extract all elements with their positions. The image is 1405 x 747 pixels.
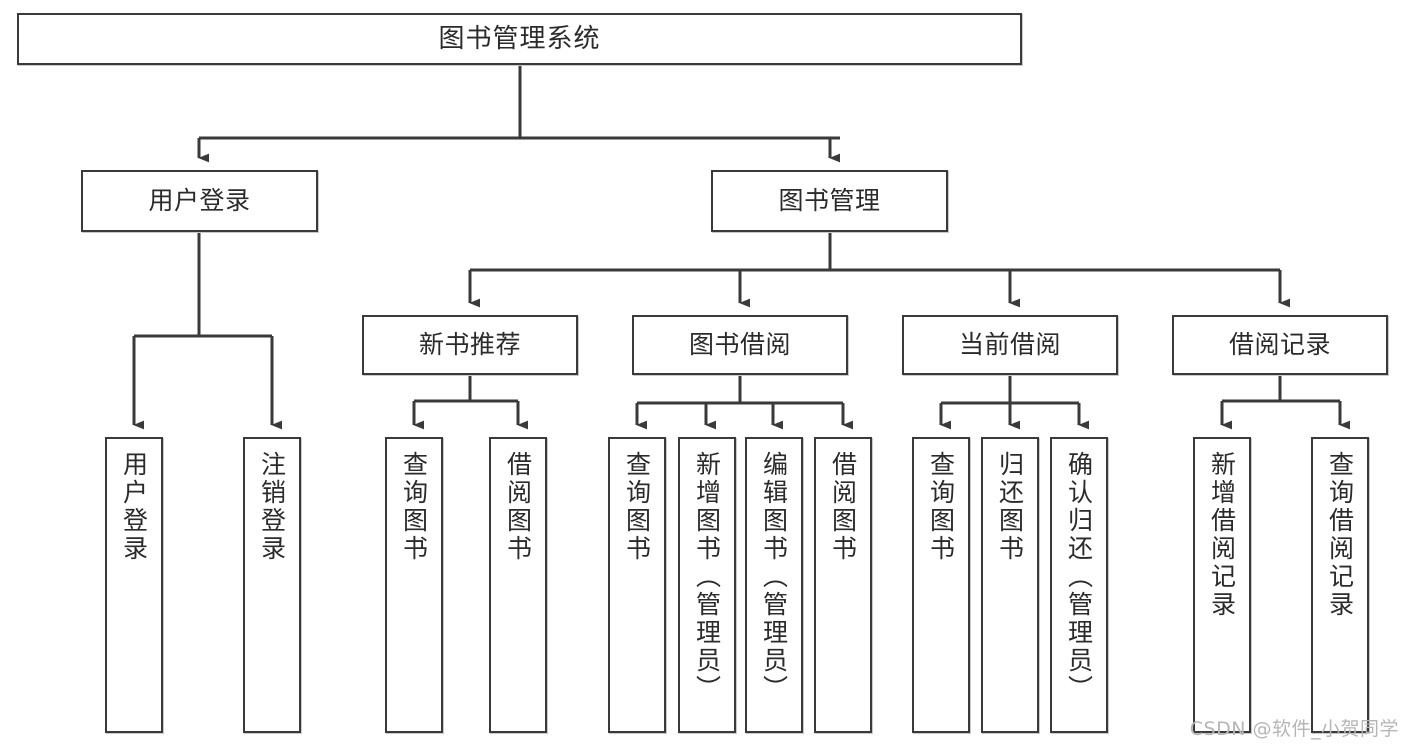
node-label: 编辑图书（管理员） bbox=[759, 451, 789, 703]
watermark-text: CSDN @软件_小贺同学 bbox=[1189, 718, 1399, 740]
node-label: 图书管理 bbox=[778, 186, 881, 216]
node-new-book-recommendation[interactable]: 新书推荐 bbox=[362, 315, 578, 375]
node-label: 图书借阅 bbox=[688, 330, 791, 360]
node-leaf-user-login[interactable]: 用户登录 bbox=[105, 437, 163, 733]
node-label: 归还图书 bbox=[995, 451, 1025, 563]
node-leaf-add-borrow-record[interactable]: 新增借阅记录 bbox=[1193, 437, 1251, 733]
node-leaf-query-borrow-record[interactable]: 查询借阅记录 bbox=[1311, 437, 1369, 733]
node-leaf-edit-book-admin[interactable]: 编辑图书（管理员） bbox=[745, 437, 803, 733]
node-label: 当前借阅 bbox=[958, 330, 1061, 360]
node-label: 新书推荐 bbox=[418, 330, 521, 360]
node-leaf-borrow-books[interactable]: 借阅图书 bbox=[814, 437, 872, 733]
node-leaf-query-books-new[interactable]: 查询图书 bbox=[385, 437, 443, 733]
node-label: 用户登录 bbox=[148, 186, 251, 216]
node-label: 查询借阅记录 bbox=[1325, 451, 1355, 619]
node-label: 借阅图书 bbox=[503, 451, 533, 563]
node-borrowing-records[interactable]: 借阅记录 bbox=[1172, 315, 1388, 375]
node-label: 确认归还（管理员） bbox=[1064, 451, 1094, 703]
node-label: 新增图书（管理员） bbox=[692, 451, 722, 703]
node-label: 注销登录 bbox=[257, 451, 287, 563]
node-leaf-logout[interactable]: 注销登录 bbox=[243, 437, 301, 733]
node-user-login[interactable]: 用户登录 bbox=[81, 170, 318, 232]
node-current-borrowing[interactable]: 当前借阅 bbox=[902, 315, 1118, 375]
node-leaf-confirm-return-admin[interactable]: 确认归还（管理员） bbox=[1050, 437, 1108, 733]
node-book-management[interactable]: 图书管理 bbox=[711, 170, 948, 232]
node-book-borrowing[interactable]: 图书借阅 bbox=[632, 315, 848, 375]
node-leaf-return-books[interactable]: 归还图书 bbox=[981, 437, 1039, 733]
node-leaf-add-book-admin[interactable]: 新增图书（管理员） bbox=[678, 437, 736, 733]
node-label: 图书管理系统 bbox=[438, 23, 601, 54]
node-label: 借阅记录 bbox=[1228, 330, 1331, 360]
node-label: 查询图书 bbox=[622, 451, 652, 563]
node-label: 用户登录 bbox=[119, 451, 149, 563]
node-label: 借阅图书 bbox=[828, 451, 858, 563]
node-leaf-borrow-books-new[interactable]: 借阅图书 bbox=[489, 437, 547, 733]
node-label: 查询图书 bbox=[399, 451, 429, 563]
node-leaf-query-books-current[interactable]: 查询图书 bbox=[912, 437, 970, 733]
node-label: 查询图书 bbox=[926, 451, 956, 563]
node-label: 新增借阅记录 bbox=[1207, 451, 1237, 619]
node-leaf-query-books-borrow[interactable]: 查询图书 bbox=[608, 437, 666, 733]
node-root-book-management-system[interactable]: 图书管理系统 bbox=[17, 13, 1022, 65]
